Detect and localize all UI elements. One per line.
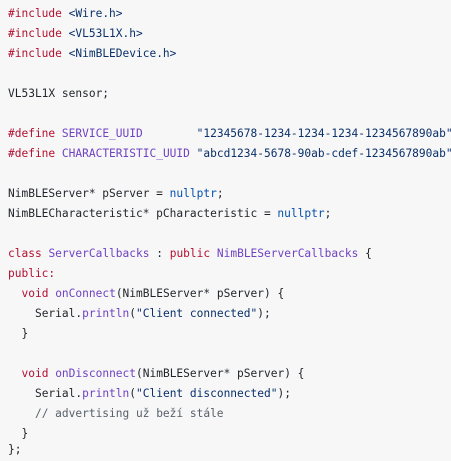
ondisconnect-params: (NimBLEServer* pServer) { (136, 367, 305, 380)
include-vl53l1x: <VL53L1X.h> (68, 27, 143, 40)
onconnect-name: onConnect (55, 287, 116, 300)
service-uuid-value: "12345678-1234-1234-1234-1234567890ab" (196, 127, 451, 140)
code-line-comment: // advertising už beží stále (8, 404, 224, 424)
code-line-close-class: }; (8, 440, 21, 460)
close-class: }; (8, 443, 22, 456)
code-line-ondisconnect: void onDisconnect(NimBLEServer* pServer)… (8, 364, 304, 384)
code-line-println-disconnected: Serial.println("Client disconnected"); (34, 387, 291, 400)
code-line-onconnect: void onConnect(NimBLEServer* pServer) { (8, 284, 284, 304)
println-method: println (82, 307, 130, 320)
public-keyword: public (169, 247, 211, 260)
class-keyword: class (8, 247, 42, 260)
void-keyword: void (21, 367, 49, 380)
semicolon: ; (324, 207, 332, 220)
void-keyword: void (21, 287, 49, 300)
println-method: println (82, 387, 130, 400)
sensor-type: VL53L1X (8, 87, 56, 100)
base-class-name: NimBLEServerCallbacks (216, 247, 359, 260)
sensor-declaration: sensor; (55, 87, 110, 100)
semicolon: ; (216, 187, 224, 200)
call-end: ); (277, 387, 291, 400)
code-line-include-wire: #include <Wire.h> (8, 4, 123, 24)
include-keyword: #include (8, 27, 62, 40)
close-brace: } (21, 327, 29, 340)
nullptr-literal: nullptr (277, 207, 325, 220)
call-end: ); (257, 307, 271, 320)
code-line-close-ondisconnect: } (8, 424, 28, 444)
code-line-public-label: public: (8, 264, 55, 284)
ondisconnect-name: onDisconnect (55, 367, 137, 380)
code-line-include-vl53l1x: #include <VL53L1X.h> (8, 24, 143, 44)
public-label: public: (8, 267, 56, 280)
class-name: ServerCallbacks (48, 247, 150, 260)
serial-object: Serial. (34, 307, 83, 320)
code-line-class-decl: class ServerCallbacks : public NimBLESer… (8, 244, 372, 264)
characteristic-uuid-value: "abcd1234-5678-90ab-cdef-1234567890ab" (196, 147, 451, 160)
service-uuid-name: SERVICE_UUID (61, 127, 143, 140)
code-line-sensor: VL53L1X sensor; (8, 84, 109, 104)
include-keyword: #include (8, 7, 62, 20)
code-line-define-service: #define SERVICE_UUID "12345678-1234-1234… (8, 124, 451, 144)
nullptr-literal: nullptr (169, 187, 217, 200)
code-line-server-decl: NimBLEServer* pServer = nullptr; (8, 184, 224, 204)
msg-connected: "Client connected" (136, 307, 258, 320)
close-brace: } (21, 427, 29, 440)
code-line-include-nimble: #include <NimBLEDevice.h> (8, 44, 176, 64)
characteristic-uuid-name: CHARACTERISTIC_UUID (61, 147, 190, 160)
characteristic-declaration: NimBLECharacteristic* pCharacteristic = (8, 207, 278, 220)
code-line-define-characteristic: #define CHARACTERISTIC_UUID "abcd1234-56… (8, 144, 451, 164)
onconnect-params: (NimBLEServer* pServer) { (115, 287, 285, 300)
msg-disconnected: "Client disconnected" (136, 387, 278, 400)
code-line-close-onconnect: } (8, 324, 28, 344)
code-line-println-connected: Serial.println("Client connected"); (34, 307, 271, 320)
define-keyword: #define (8, 127, 56, 140)
open-brace: { (358, 247, 372, 260)
include-nimble: <NimBLEDevice.h> (68, 47, 177, 60)
code-line-characteristic-decl: NimBLECharacteristic* pCharacteristic = … (8, 204, 331, 224)
define-keyword: #define (8, 147, 56, 160)
server-declaration: NimBLEServer* pServer = (8, 187, 170, 200)
advertising-comment: // advertising už beží stále (34, 407, 224, 420)
class-colon: : (149, 247, 170, 260)
include-wire: <Wire.h> (68, 7, 123, 20)
include-keyword: #include (8, 47, 62, 60)
serial-object: Serial. (34, 387, 83, 400)
